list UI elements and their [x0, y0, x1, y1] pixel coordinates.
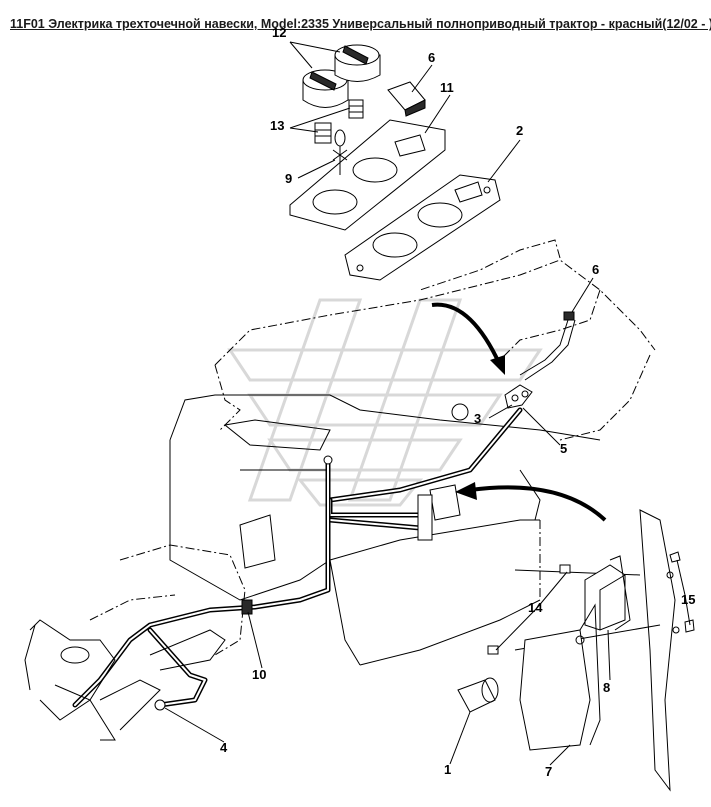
wiring-harness	[72, 407, 523, 708]
leader-lines	[164, 41, 691, 766]
callout-14: 14	[528, 600, 543, 615]
callout-5: 5	[560, 441, 567, 456]
switch-6-cab	[519, 311, 576, 381]
page-title: 11F01 Электрика трехточечной навески, Mo…	[10, 17, 711, 31]
callout-7: 7	[545, 764, 552, 779]
panel-plate-11	[289, 119, 446, 231]
control-box-7	[519, 603, 601, 751]
callout-10: 10	[252, 667, 266, 682]
callout-1: 1	[444, 762, 451, 777]
nuts-15	[669, 551, 695, 633]
callout-6-top: 6	[428, 50, 435, 65]
arrow-lower	[455, 482, 607, 522]
relay-8	[584, 555, 631, 631]
knob-1	[457, 677, 499, 713]
hitch-linkage	[24, 619, 226, 741]
callout-15: 15	[681, 592, 695, 607]
arrow-upper	[431, 302, 505, 375]
callout-11: 11	[440, 80, 454, 95]
connector-13	[314, 99, 364, 144]
lamp-9	[332, 129, 348, 175]
tractor-cab-outline	[89, 239, 656, 656]
knob-12-right	[334, 44, 381, 82]
screws-14	[487, 564, 571, 655]
panel-plate-2	[344, 174, 501, 281]
callout-2: 2	[516, 123, 523, 138]
callout-8: 8	[603, 680, 610, 695]
callout-9: 9	[285, 171, 292, 186]
callout-6-cab: 6	[592, 262, 599, 277]
callout-13: 13	[270, 118, 284, 133]
watermark-logo	[227, 298, 543, 507]
callout-3: 3	[474, 411, 481, 426]
callout-4: 4	[220, 740, 228, 755]
fender-block	[169, 394, 601, 666]
callout-12: 12	[272, 25, 286, 40]
bracket-3-5	[504, 384, 533, 409]
switch-6-top	[387, 81, 426, 117]
knob-12-left	[302, 69, 349, 108]
